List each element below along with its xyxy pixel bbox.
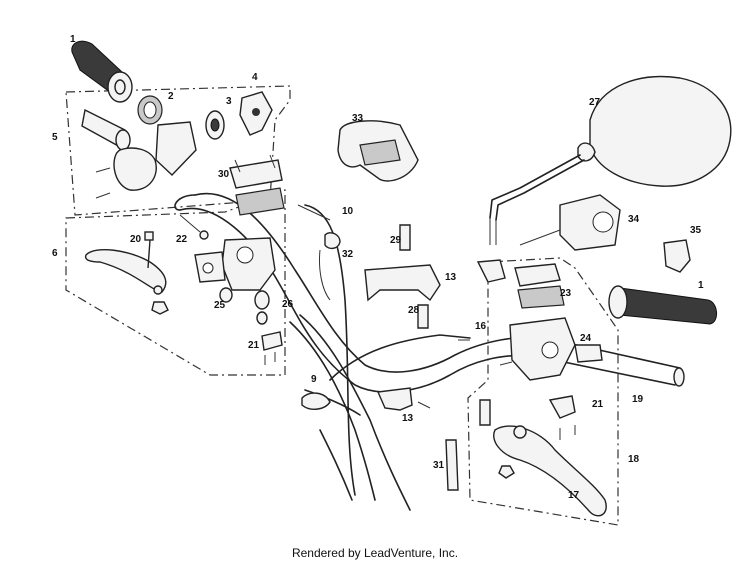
callout-5: 5 <box>52 132 58 143</box>
callout-4: 4 <box>252 72 258 83</box>
bolts-28-29 <box>399 224 429 329</box>
callout-33: 33 <box>352 113 364 124</box>
handlebar <box>174 192 685 393</box>
callout-13b: 13 <box>402 413 414 424</box>
left-grip <box>71 40 133 103</box>
callout-21: 21 <box>248 340 260 351</box>
callout-21b: 21 <box>592 399 604 410</box>
part-9 <box>301 392 331 410</box>
callout-10: 10 <box>342 206 354 217</box>
part-35 <box>663 239 691 273</box>
callout-32: 32 <box>342 249 354 260</box>
reservoir-cover <box>229 154 285 216</box>
callout-2: 2 <box>168 91 174 102</box>
throttle-assembly <box>81 108 197 199</box>
right-lever <box>445 395 607 517</box>
callout-16: 16 <box>475 321 487 332</box>
callout-9: 9 <box>311 374 317 385</box>
right-switch-housing <box>519 194 621 251</box>
mirror <box>489 75 732 245</box>
left-lever <box>84 231 169 315</box>
footer-credit: Rendered by LeadVenture, Inc. <box>291 546 459 560</box>
callout-20: 20 <box>130 234 142 245</box>
callout-23: 23 <box>560 288 572 299</box>
callout-19: 19 <box>632 394 644 405</box>
group-outlines <box>65 85 619 526</box>
callout-30: 30 <box>218 169 230 180</box>
callout-24: 24 <box>580 333 592 344</box>
callout-18: 18 <box>628 454 640 465</box>
callout-3: 3 <box>226 96 232 107</box>
callout-17: 17 <box>568 490 580 501</box>
callout-29: 29 <box>390 235 402 246</box>
right-grip <box>608 285 717 325</box>
callout-26: 26 <box>282 299 294 310</box>
callout-35: 35 <box>690 225 702 236</box>
parts-2-3-4 <box>137 91 273 140</box>
callout-labels: 1 2 3 4 5 30 6 20 22 25 26 21 33 10 32 2… <box>52 34 704 501</box>
small-hardware-left <box>179 214 283 365</box>
callout-6: 6 <box>52 248 58 259</box>
cables <box>289 204 471 511</box>
left-master-cylinder <box>194 237 276 310</box>
cable-switch <box>297 204 341 301</box>
bar-clamps <box>364 264 441 411</box>
callout-1b: 1 <box>698 280 704 291</box>
callout-22: 22 <box>176 234 188 245</box>
callout-25: 25 <box>214 300 226 311</box>
bar-pad <box>337 120 419 182</box>
right-master-cylinder <box>458 259 603 381</box>
callout-1: 1 <box>70 34 76 45</box>
callout-34: 34 <box>628 214 640 225</box>
callout-31: 31 <box>433 460 445 471</box>
callout-28: 28 <box>408 305 420 316</box>
callout-27: 27 <box>589 97 601 108</box>
callout-13: 13 <box>445 272 457 283</box>
